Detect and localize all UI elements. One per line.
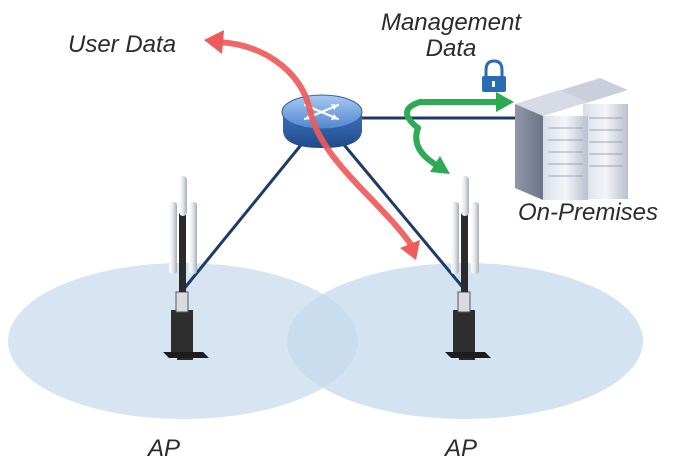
link-router-ap-right (338, 139, 467, 291)
link-router-ap-left (181, 139, 307, 291)
access-point-icon (163, 176, 209, 360)
lock-icon (482, 59, 506, 92)
ap-label-right: AP (445, 435, 478, 462)
management-data-label-line2: Data (425, 35, 477, 62)
management-data-label-line1: Management (380, 9, 522, 36)
user-data-label: User Data (68, 31, 177, 58)
ap-label-left: AP (148, 435, 181, 462)
access-point-icon (445, 176, 491, 360)
management-data-arrow (404, 92, 514, 174)
user-data-arrow (204, 30, 420, 260)
server-icon (515, 78, 628, 200)
management-data-label: Management Data (366, 10, 536, 62)
on-premises-label: On-Premises (518, 199, 659, 226)
network-links (181, 116, 525, 291)
